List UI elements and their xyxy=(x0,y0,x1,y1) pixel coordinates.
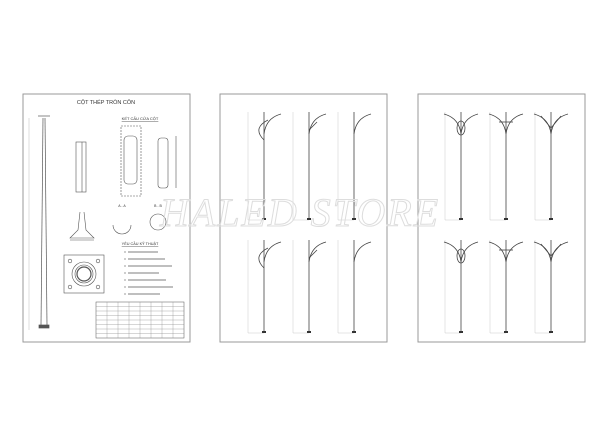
bullet xyxy=(124,286,126,288)
sheet-frame xyxy=(417,93,586,343)
sheet-title: CỘT THÉP TRÒN CÔN xyxy=(77,99,135,106)
arm-brace xyxy=(308,121,318,131)
lamp-arm-right xyxy=(460,113,479,135)
bullet xyxy=(124,279,126,281)
svg-text:A - A: A - A xyxy=(118,204,126,208)
bullet xyxy=(124,293,126,295)
bullet xyxy=(124,265,126,267)
pole-base xyxy=(352,331,356,333)
lamp-arm-right xyxy=(460,241,479,263)
lamp-arm-left xyxy=(533,113,552,135)
sheet-double-arm-poles xyxy=(417,93,586,343)
decorative-scroll xyxy=(258,119,269,141)
requirements-list xyxy=(124,251,173,295)
requirements-title: YÊU CẦU KỸ THUẬT xyxy=(122,241,159,246)
bullet xyxy=(124,272,126,274)
pole-base xyxy=(504,218,508,220)
lamp-arm-left xyxy=(443,241,462,263)
spec-table xyxy=(95,301,185,339)
lamp-arm xyxy=(263,241,282,263)
lamp-arm-left xyxy=(443,113,462,135)
pole-base xyxy=(504,331,508,333)
lamp-arm-left xyxy=(533,241,552,263)
sheet-single-arm-poles xyxy=(219,93,388,343)
bullet xyxy=(124,258,126,260)
pole-base xyxy=(352,218,356,220)
lamp-arm xyxy=(308,113,327,135)
bullet xyxy=(124,251,126,253)
base-details: A - A B - B xyxy=(63,204,167,294)
pole-base xyxy=(459,331,463,333)
sheet-pole-details: CỘT THÉP TRÒN CÔN KẾT CẤU CỬA CỘT A - A … xyxy=(22,93,191,343)
decorative-scroll xyxy=(258,247,269,269)
lamp-arm-right xyxy=(550,241,569,263)
pole-base xyxy=(262,218,266,220)
lamp-arm-right xyxy=(505,241,524,263)
v-brace xyxy=(540,243,562,257)
v-brace xyxy=(540,115,562,129)
sheet-frame xyxy=(22,93,191,343)
sheet-frame xyxy=(219,93,388,343)
decorative-loop xyxy=(456,248,466,264)
pole-base xyxy=(262,331,266,333)
svg-text:B - B: B - B xyxy=(154,204,162,208)
lamp-arm-right xyxy=(505,113,524,135)
pole-base xyxy=(549,331,553,333)
arm-brace xyxy=(308,249,318,259)
pole-base xyxy=(307,331,311,333)
lamp-arm-left xyxy=(488,241,507,263)
pole-base xyxy=(307,218,311,220)
pole-base xyxy=(549,218,553,220)
lamp-arm xyxy=(308,241,327,263)
decorative-loop xyxy=(456,120,466,136)
lamp-arm xyxy=(353,113,372,135)
door-section-title: KẾT CẤU CỬA CỘT xyxy=(122,116,159,121)
pole-elevation xyxy=(28,115,50,330)
lamp-arm-left xyxy=(488,113,507,135)
watermark: HALED STORE xyxy=(159,190,440,235)
lamp-arm xyxy=(263,113,282,135)
lamp-arm xyxy=(353,241,372,263)
pole-base xyxy=(459,218,463,220)
door-detail xyxy=(75,125,177,197)
lamp-arm-right xyxy=(550,113,569,135)
